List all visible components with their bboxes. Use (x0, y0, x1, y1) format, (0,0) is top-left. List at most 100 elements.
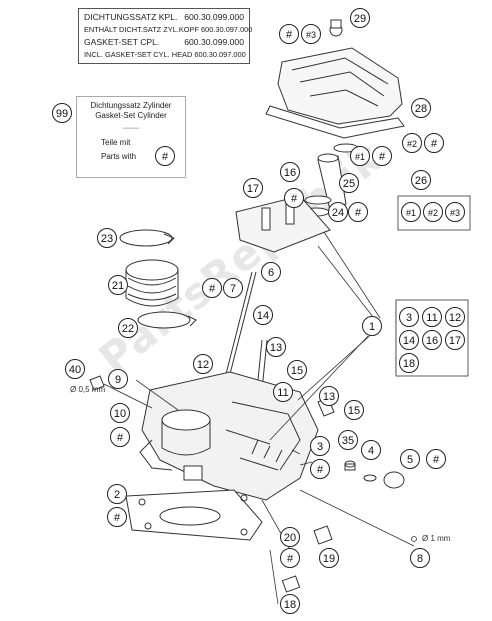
svg-text:#: # (433, 454, 440, 466)
callout-20: 20 (280, 527, 300, 547)
gasket-row-2: ENTHÄLT DICHT.SATZ ZYL.KOPF 600.30.097.0… (84, 24, 252, 37)
svg-text:22: 22 (122, 323, 134, 335)
group-item-12: 12 (445, 307, 465, 327)
callout-28: 28 (411, 98, 431, 118)
ktm-logo-icon: ⸺ (122, 123, 140, 134)
group-item-11: 11 (422, 307, 442, 327)
svg-text:#1: #1 (406, 208, 416, 218)
svg-text:#: # (286, 29, 293, 41)
svg-text:15: 15 (291, 365, 303, 377)
svg-text:19: 19 (323, 553, 335, 565)
callout-19: 19 (319, 548, 339, 568)
svg-text:13: 13 (270, 342, 282, 354)
callout-4: 4 (361, 440, 381, 460)
gasket-row-2-text: ENTHÄLT DICHT.SATZ ZYL.KOPF 600.30.097.0… (84, 24, 253, 34)
callout-hash3-top: #3 (301, 24, 321, 44)
callout-5: 5 (400, 449, 420, 469)
callout-29: 29 (350, 8, 370, 28)
callout-13-upper: 13 (266, 337, 286, 357)
svg-text:2: 2 (114, 489, 120, 501)
gasket-set-info-box: DICHTUNGSSATZ KPL. 600.30.099.000 ENTHÄL… (78, 8, 252, 64)
callout-11: 11 (273, 382, 293, 402)
group-item-3: 3 (399, 307, 419, 327)
svg-text:#2: #2 (428, 208, 438, 218)
callout-hash-10: # (110, 427, 130, 447)
svg-text:25: 25 (343, 178, 355, 190)
svg-text:3: 3 (317, 441, 323, 453)
callout-26-item-1: #1 (401, 202, 421, 222)
svg-text:#: # (355, 207, 362, 219)
svg-text:4: 4 (368, 445, 374, 457)
svg-text:18: 18 (284, 599, 296, 611)
gasket-row-3-label: GASKET-SET CPL. (84, 37, 160, 48)
svg-text:#: # (114, 512, 121, 524)
svg-text:28: 28 (415, 103, 427, 115)
gasket-row-3: GASKET-SET CPL. 600.30.099.000 (84, 36, 244, 49)
callout-21: 21 (108, 275, 128, 295)
callout-hash1-tube: #1 (350, 146, 370, 166)
callout-12: 12 (193, 354, 213, 374)
svg-text:29: 29 (354, 13, 366, 25)
callout-hash-3: # (310, 459, 330, 479)
callout-hash-tube: # (372, 146, 392, 166)
svg-text:#1: #1 (355, 152, 365, 162)
callout-9: 9 (108, 369, 128, 389)
svg-text:5: 5 (407, 454, 413, 466)
svg-text:#3: #3 (306, 30, 316, 40)
svg-text:40: 40 (69, 364, 81, 376)
svg-text:21: 21 (112, 280, 124, 292)
callout-hash-24: # (348, 202, 368, 222)
callout-hash2-cover: #2 (402, 133, 422, 153)
svg-text:#: # (291, 193, 298, 205)
svg-text:1: 1 (369, 321, 375, 333)
callout-15-upper: 15 (287, 360, 307, 380)
svg-text:#: # (117, 432, 124, 444)
callout-26-item-3: #3 (445, 202, 465, 222)
head-gasket (125, 489, 263, 541)
callout-hash-7: # (202, 278, 222, 298)
callout-17: 17 (243, 178, 263, 198)
svg-text:3: 3 (406, 312, 412, 324)
gasket-row-4: INCL. GASKET-SET CYL. HEAD 600.30.097.00… (84, 49, 246, 62)
svg-text:#2: #2 (407, 139, 417, 149)
svg-text:#: # (209, 283, 216, 295)
svg-text:12: 12 (197, 359, 209, 371)
callout-3: 3 (310, 436, 330, 456)
svg-text:#: # (162, 151, 169, 163)
gasket-row-4-text: INCL. GASKET-SET CYL. HEAD 600.30.097.00… (84, 49, 246, 59)
callout-15-lower: 15 (344, 400, 364, 420)
callout-26: 26 (411, 170, 431, 190)
note-1-mm: Ø 1 mm (422, 534, 451, 543)
callout-2: 2 (107, 484, 127, 504)
svg-text:#: # (379, 151, 386, 163)
callout-99: 99 (52, 103, 72, 123)
callout-16: 16 (280, 162, 300, 182)
gasket-row-1-label: DICHTUNGSSATZ KPL. (84, 12, 178, 22)
svg-text:35: 35 (342, 435, 354, 447)
svg-text:17: 17 (449, 335, 461, 347)
callout-6: 6 (261, 262, 281, 282)
gasket-row-3-number: 600.30.099.000 (184, 37, 244, 48)
callout-24: 24 (328, 202, 348, 222)
note-0-5-mm: Ø 0,5 mm (70, 385, 105, 394)
callout-hash-2: # (107, 507, 127, 527)
callout-23: 23 (97, 228, 117, 248)
svg-text:#: # (287, 553, 294, 565)
callout-14: 14 (253, 305, 273, 325)
callout-22: 22 (118, 318, 138, 338)
svg-text:11: 11 (426, 312, 437, 324)
svg-text:23: 23 (101, 233, 113, 245)
svg-text:9: 9 (115, 374, 121, 386)
callout-26-item-2: #2 (423, 202, 443, 222)
callout-40: 40 (65, 359, 85, 379)
valve-cover (277, 47, 403, 125)
gasket-row-1-number: 600.30.099.000 (184, 12, 244, 22)
svg-text:#: # (317, 464, 324, 476)
gasket-row-1: DICHTUNGSSATZ KPL. 600.30.099.000 (84, 11, 244, 24)
cylinder-box-line4: Parts with (101, 152, 137, 161)
callout-7: 7 (223, 278, 243, 298)
group-item-17: 17 (445, 330, 465, 350)
svg-text:16: 16 (284, 167, 296, 179)
svg-text:13: 13 (323, 391, 335, 403)
